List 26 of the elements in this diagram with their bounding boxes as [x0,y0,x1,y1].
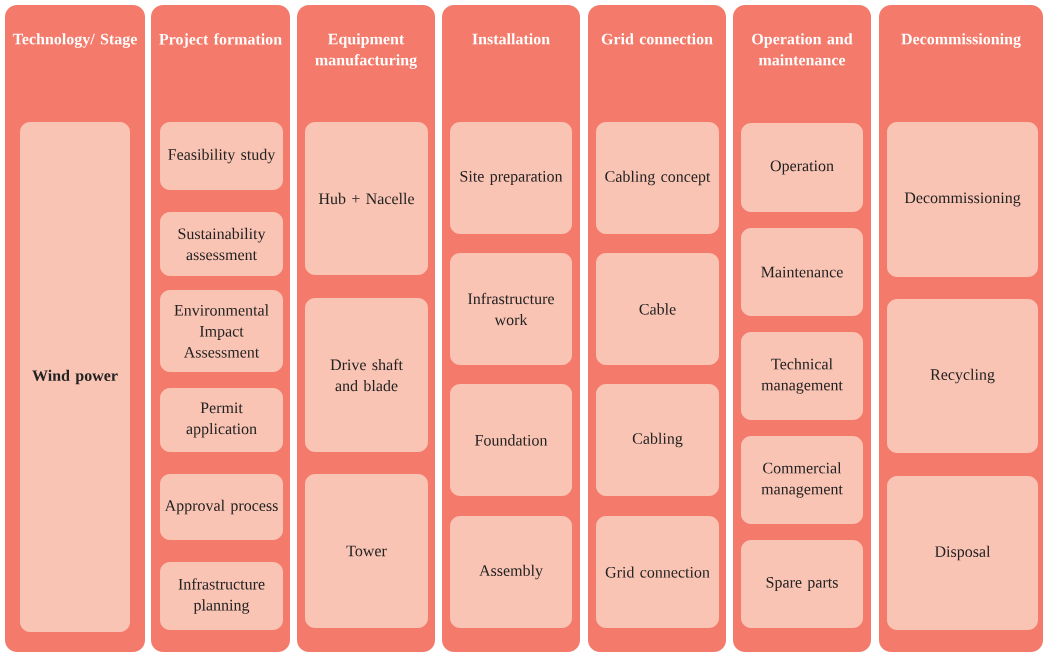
process-box: Hub + Nacelle [305,122,428,275]
process-box: Decommissioning [887,122,1038,277]
process-box: Spare parts [741,540,863,628]
process-box: Infrastructure planning [160,562,283,630]
process-box: Operation [741,123,863,212]
process-box: Technical management [741,332,863,420]
process-box: Disposal [887,476,1038,630]
process-box: Cabling [596,384,719,496]
process-box: Sustainability assessment [160,212,283,276]
process-box: Environmental Impact Assessment [160,290,283,372]
process-box: Maintenance [741,228,863,316]
process-box: Infrastructure work [450,253,572,365]
process-box: Tower [305,474,428,628]
process-box: Cabling concept [596,122,719,234]
process-box: Recycling [887,299,1038,453]
process-box: Permit application [160,388,283,452]
process-box: Wind power [20,122,130,632]
process-box: Foundation [450,384,572,496]
process-box: Commercial management [741,436,863,524]
process-box: Cable [596,253,719,365]
process-box: Feasibility study [160,122,283,190]
process-box: Assembly [450,516,572,628]
process-box: Drive shaft and blade [305,298,428,452]
process-box: Approval process [160,474,283,540]
process-box: Site preparation [450,122,572,234]
process-box: Grid connection [596,516,719,628]
